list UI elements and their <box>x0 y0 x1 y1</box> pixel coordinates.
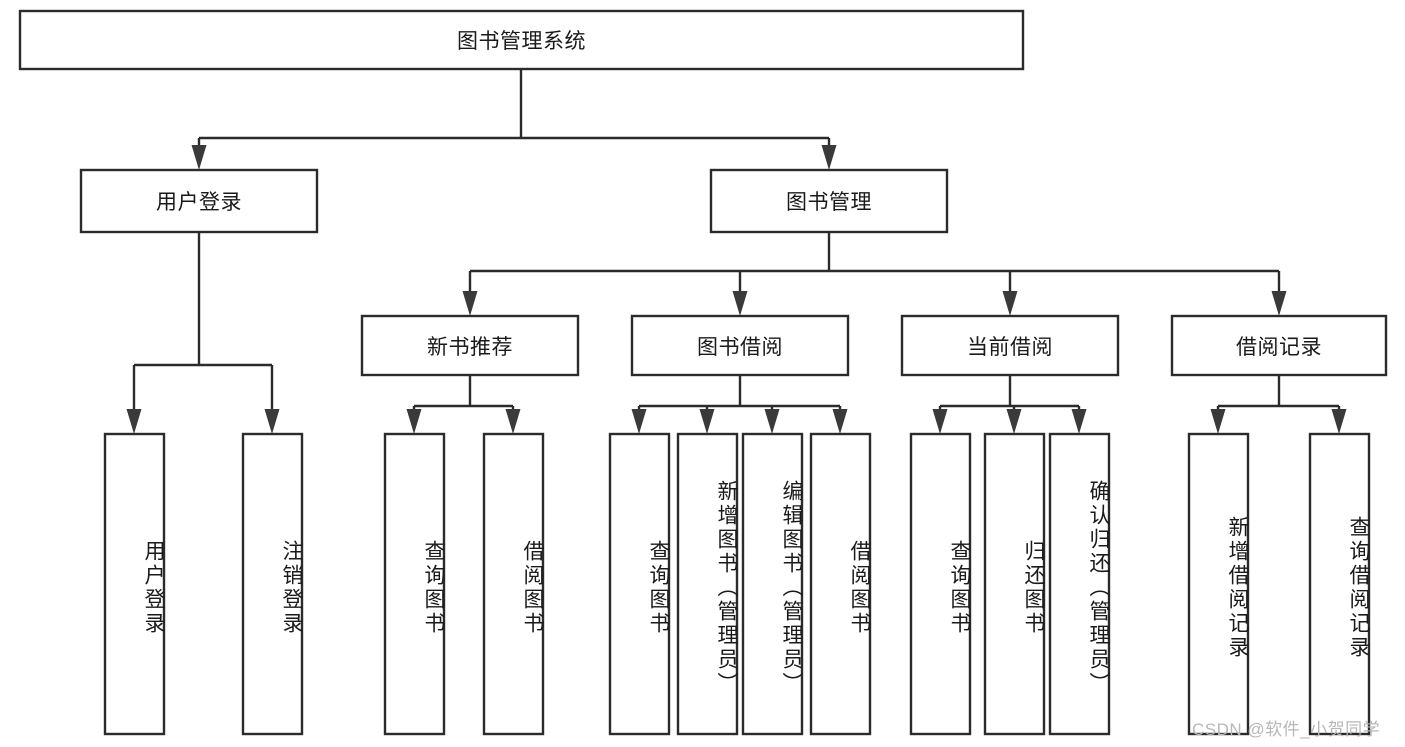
arrow-head-icon <box>505 409 521 434</box>
arrow-head-icon <box>1271 291 1287 316</box>
boxes-layer <box>18 9 1388 736</box>
arrow-head-icon <box>1331 409 1347 434</box>
arrow-head-icon <box>1002 291 1018 316</box>
node-level1-0[interactable] <box>79 168 319 234</box>
node-leaf-10[interactable] <box>1048 432 1111 736</box>
node-leaf-5[interactable] <box>676 432 739 736</box>
arrow-head-icon <box>631 409 647 434</box>
node-leaf-7[interactable] <box>809 432 872 736</box>
node-leaf-9[interactable] <box>983 432 1046 736</box>
node-leaf-1[interactable] <box>241 432 304 736</box>
node-leaf-4[interactable] <box>608 432 671 736</box>
arrow-head-icon <box>462 291 478 316</box>
node-leaf-3[interactable] <box>482 432 545 736</box>
connectors-layer <box>126 69 1347 434</box>
arrow-head-icon <box>126 409 142 434</box>
arrow-head-icon <box>191 145 207 170</box>
node-level2-3[interactable] <box>1170 314 1388 377</box>
csdn-watermark: CSDN @软件_小贺同学 <box>1192 720 1381 739</box>
node-level2-2[interactable] <box>900 314 1120 377</box>
arrow-head-icon <box>699 409 715 434</box>
node-leaf-8[interactable] <box>909 432 972 736</box>
node-root[interactable] <box>18 9 1025 71</box>
arrow-head-icon <box>764 409 780 434</box>
arrow-head-icon <box>264 409 280 434</box>
arrow-head-icon <box>732 291 748 316</box>
node-leaf-6[interactable] <box>741 432 804 736</box>
arrow-head-icon <box>832 409 848 434</box>
node-leaf-11[interactable] <box>1187 432 1250 736</box>
arrow-head-icon <box>1071 409 1087 434</box>
node-leaf-2[interactable] <box>383 432 446 736</box>
node-level2-0[interactable] <box>360 314 580 377</box>
arrow-head-icon <box>1210 409 1226 434</box>
arrow-head-icon <box>406 409 422 434</box>
arrow-head-icon <box>1006 409 1022 434</box>
node-leaf-12[interactable] <box>1308 432 1371 736</box>
arrow-head-icon <box>821 145 837 170</box>
arrow-head-icon <box>932 409 948 434</box>
node-level2-1[interactable] <box>630 314 850 377</box>
node-leaf-0[interactable] <box>103 432 166 736</box>
node-level1-1[interactable] <box>709 168 949 234</box>
